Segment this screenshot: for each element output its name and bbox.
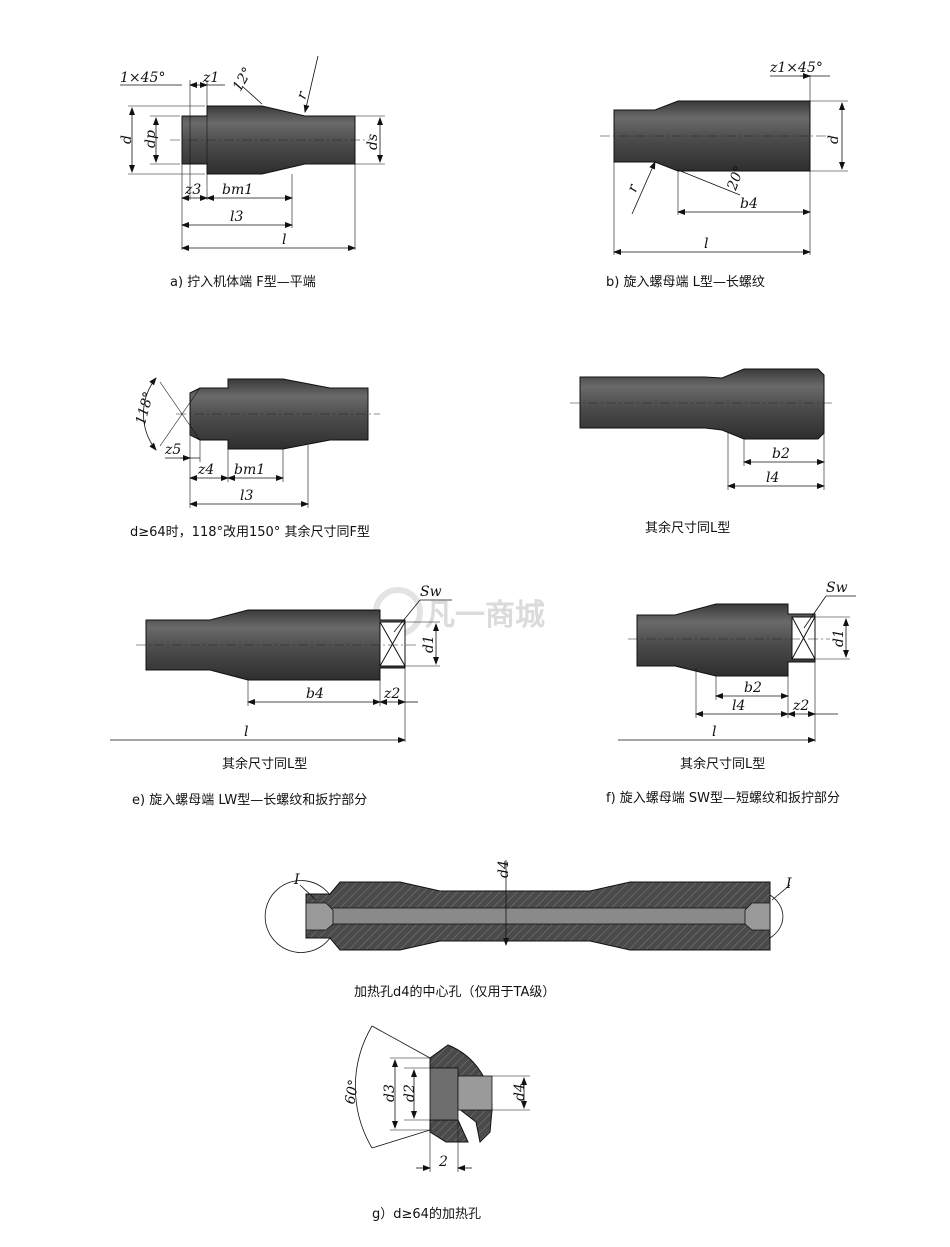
f-l4-label: l4	[732, 698, 745, 714]
a-chamfer-label: 1×45°	[120, 70, 165, 86]
a-dp-label: dp	[143, 130, 159, 148]
e-caption-note: 其余尺寸同L型	[222, 756, 307, 772]
g-caption: g）d≥64的加热孔	[372, 1206, 481, 1222]
f-d1-label: d1	[831, 629, 847, 647]
f-sw-label: Sw	[826, 580, 848, 596]
watermark-text: 凡一商城	[425, 598, 545, 633]
e-l-label: l	[244, 724, 248, 740]
g-d2-label: d2	[402, 1084, 418, 1102]
g-d4-label: d4	[512, 1083, 528, 1101]
b-b4-label: b4	[740, 196, 758, 212]
f-caption-note: 其余尺寸同L型	[680, 756, 765, 772]
f-caption: f) 旋入螺母端 SW型—短螺纹和扳拧部分	[606, 790, 840, 806]
hole-detail-right-label: I	[785, 876, 792, 892]
hole-detail-left-label: I	[293, 872, 300, 888]
a-ds-label: ds	[365, 134, 381, 150]
c-angle-label: 118°	[133, 390, 157, 427]
a-l3-label: l3	[230, 209, 243, 225]
c-bm1-label: bm1	[234, 462, 265, 478]
b-caption: b) 旋入螺母端 L型—长螺纹	[606, 275, 765, 290]
e-sw-label: Sw	[420, 584, 442, 600]
hole-caption: 加热孔d4的中心孔（仅用于TA级）	[354, 984, 555, 1000]
f-z2-label: z2	[792, 698, 809, 714]
panel-g-heating-hole-detail: 60° d3 d2 d4 2 g）d≥64的加热孔	[342, 1025, 530, 1222]
a-r-label: r	[294, 88, 312, 101]
a-angle-label: 12°	[230, 65, 256, 95]
a-l-label: l	[282, 232, 286, 248]
panel-b-l-type: z1×45° d r 20° b4 l b) 旋入螺母端 L型—长螺纹	[600, 60, 848, 290]
a-d-label: d	[119, 135, 135, 144]
a-caption: a) 拧入机体端 F型—平端	[170, 275, 316, 290]
b-chamfer-label: z1×45°	[769, 60, 823, 76]
b-d-label: d	[826, 135, 842, 144]
panel-d-bolt	[579, 368, 825, 440]
a-z1-label: z1	[202, 70, 219, 86]
panel-f-sw-type: Sw d1 b2 l4 z2 l 其余尺寸同L型 f) 旋入螺母端 SW型—短螺…	[606, 580, 856, 806]
panel-a-f-type: 1×45° z1 12° r d dp ds z3 bm1 l3 l a) 拧入…	[119, 55, 385, 290]
c-z4-label: z4	[197, 462, 214, 478]
g-angle-label: 60°	[342, 1078, 362, 1105]
d-l4-label: l4	[766, 470, 779, 486]
f-l-label: l	[712, 724, 716, 740]
e-z2-label: z2	[383, 686, 400, 702]
panel-f-bolt	[636, 603, 816, 677]
g-d3-label: d3	[382, 1084, 398, 1102]
panel-d-l-variant: b2 l4 其余尺寸同L型	[570, 368, 835, 536]
a-z3-label: z3	[184, 182, 201, 198]
b-l-label: l	[704, 236, 708, 252]
e-d1-label: d1	[421, 635, 437, 653]
c-z5-label: z5	[164, 442, 181, 458]
d-caption: 其余尺寸同L型	[645, 520, 730, 536]
panel-heating-hole-section: d4 I I 加热孔d4的中心孔（仅用于TA级）	[264, 860, 792, 1000]
g-two-label: 2	[438, 1154, 448, 1170]
hole-d4-label: d4	[496, 860, 512, 878]
c-caption: d≥64时，118°改用150° 其余尺寸同F型	[130, 524, 370, 540]
a-bm1-label: bm1	[222, 182, 253, 198]
e-b4-label: b4	[306, 686, 324, 702]
panel-e-lw-type: Sw d1 b4 z2 l 其余尺寸同L型 e) 旋入螺母端 LW型—长螺纹和扳…	[110, 584, 452, 808]
c-l3-label: l3	[240, 488, 253, 504]
b-r-label: r	[624, 181, 642, 194]
d-b2-label: b2	[772, 446, 790, 462]
e-caption: e) 旋入螺母端 LW型—长螺纹和扳拧部分	[132, 792, 367, 808]
panel-c-f-variant: 118° z5 z4 bm1 l3 d≥64时，118°改用150° 其余尺寸同…	[130, 377, 380, 540]
f-b2-label: b2	[744, 680, 762, 696]
